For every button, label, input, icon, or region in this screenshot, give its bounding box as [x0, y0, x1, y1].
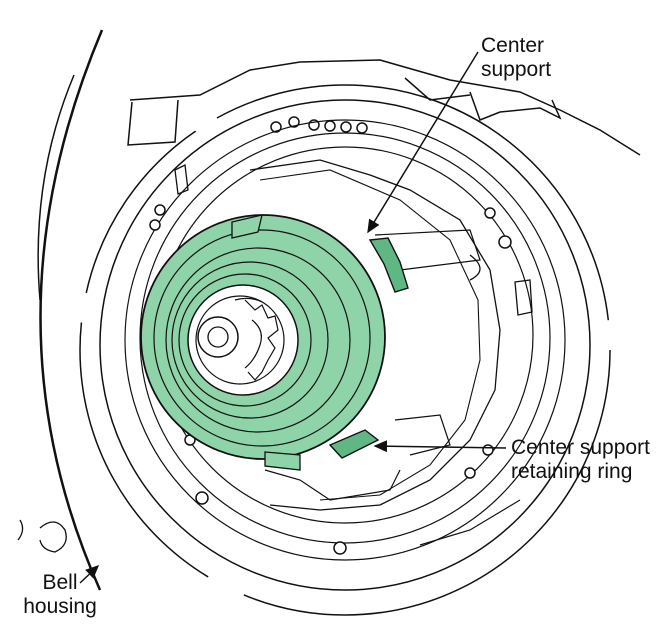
center-support-ring-b [165, 247, 351, 433]
arrow-icon [373, 440, 507, 453]
case-ring-4 [139, 132, 551, 544]
input-shaft-core [207, 326, 229, 348]
center-support-ring-d [178, 273, 312, 407]
case-slot-1 [514, 279, 533, 316]
case-ring-2 [99, 99, 591, 591]
case-web-right [374, 229, 481, 271]
center-support-tab-top [231, 214, 263, 239]
arrow-icon [367, 51, 479, 234]
case-outer-ring [79, 84, 611, 616]
label-bell-housing-line-2: housing [23, 595, 97, 618]
case-tab-right [469, 91, 562, 121]
case-inner-frame2 [259, 169, 481, 501]
center-support-ring-a [153, 229, 371, 447]
gear-teeth [234, 297, 279, 381]
label-retaining-ring-line-1: Center support [511, 436, 650, 459]
label-retaining-ring-line-2: retaining ring [511, 460, 633, 483]
label-center-support: Center support [481, 34, 551, 82]
case-inner-frame [249, 159, 501, 511]
bell-housing-inner-arc [37, 74, 75, 301]
retaining-ring-upper [368, 237, 409, 293]
label-bell-housing: Bell housing [14, 571, 106, 619]
case-tab-left [127, 99, 179, 146]
bell-housing-outline [39, 29, 104, 591]
case-web-lower [394, 414, 451, 456]
label-bell-housing-line-1: Bell [42, 571, 78, 594]
bolt-holes-top [270, 116, 368, 134]
case-ring-3 [124, 119, 566, 561]
case-web-bottom [264, 469, 401, 501]
center-support-hub-inner [195, 295, 285, 385]
case-flange-top [129, 59, 641, 156]
center-support-tab-bottom [264, 451, 301, 471]
label-center-support-line-1: Center [481, 34, 545, 57]
case-tab-right2 [404, 77, 471, 101]
case-slot-3 [469, 254, 481, 281]
label-center-support-retaining-ring: Center support retaining ring [511, 436, 650, 484]
lower-edge-detail [419, 499, 521, 546]
label-center-support-line-2: support [481, 58, 552, 81]
case-slot-2 [174, 164, 189, 195]
center-support-ring-c [171, 261, 329, 419]
bell-housing-detail [17, 519, 67, 553]
arrow-icon [79, 564, 100, 584]
center-support-hub [187, 284, 299, 396]
retaining-ring-lower [328, 429, 380, 459]
